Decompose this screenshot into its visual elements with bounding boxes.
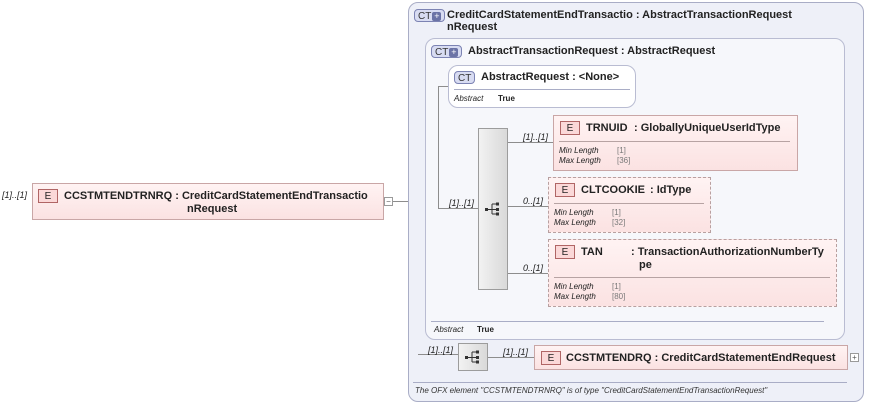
sequence-cardinality: [1]..[1] [449, 198, 475, 208]
facet-value: [1] [612, 282, 621, 291]
connector-line [438, 208, 478, 209]
element-ccstmtendrq[interactable]: E CCSTMTENDRQ : CreditCardStatementEndRe… [534, 345, 848, 370]
sequence-icon [485, 202, 499, 216]
element-type: : IdType [650, 184, 692, 196]
abstract-value: True [498, 94, 515, 103]
element-type-line2: pe [639, 259, 652, 271]
collapse-minus-icon[interactable]: − [384, 197, 393, 206]
element-tan[interactable]: E TAN : TransactionAuthorizationNumberTy… [548, 239, 837, 307]
divider [554, 277, 830, 278]
abstract-label: Abstract [434, 325, 464, 334]
abstract-label: Abstract [454, 94, 484, 103]
outer-ct-title-line1: CreditCardStatementEndTransactio : Abstr… [447, 9, 792, 21]
facet-label: Min Length [554, 282, 594, 291]
facet-value: [80] [612, 292, 626, 301]
bottom-sequence-cardinality: [1]..[1] [428, 345, 454, 355]
facet-label: Max Length [554, 292, 596, 301]
element-cardinality: 0..[1] [523, 196, 544, 206]
facet-label: Max Length [559, 156, 601, 165]
facet-value: [1] [617, 146, 626, 155]
mid-ct-title: AbstractTransactionRequest : AbstractReq… [468, 45, 716, 57]
outer-ct-title-line2: nRequest [447, 21, 498, 33]
element-badge: E [555, 245, 575, 259]
bottom-sequence-compositor[interactable] [458, 343, 488, 371]
sequence-compositor[interactable] [478, 128, 508, 290]
root-cardinality: [1]..[1] [2, 190, 28, 200]
element-type: : GloballyUniqueUserIdType [634, 122, 781, 134]
facet-value: [32] [612, 218, 626, 227]
ct-expand-icon[interactable]: CT+ [431, 45, 463, 58]
expand-plus-icon[interactable]: + [850, 353, 859, 362]
connector-line [418, 354, 458, 355]
connector-line [488, 357, 534, 358]
element-name: TRNUID [586, 122, 628, 134]
connector-line [508, 206, 548, 207]
element-name: CLTCOOKIE [581, 184, 645, 196]
element-badge: E [38, 189, 58, 203]
element-name: TAN [581, 246, 603, 258]
sequence-icon [465, 350, 479, 364]
facet-label: Min Length [559, 146, 599, 155]
element-cltcookie[interactable]: E CLTCOOKIE : IdType Min Length [1] Max … [548, 177, 711, 233]
root-element-type-line2: nRequest [187, 203, 238, 215]
divider [454, 89, 630, 90]
element-cardinality: [1]..[1] [523, 132, 549, 142]
abstract-value: True [477, 325, 494, 334]
ct-expand-icon[interactable]: CT+ [414, 9, 446, 22]
element-name: CCSTMTENDRQ : CreditCardStatementEndRequ… [566, 352, 836, 364]
connector-line [508, 142, 553, 143]
element-trnuid[interactable]: E TRNUID : GloballyUniqueUserIdType Min … [553, 115, 798, 171]
facet-label: Min Length [554, 208, 594, 217]
ct-badge[interactable]: CT [454, 71, 476, 84]
root-element-name-line1: CCSTMTENDTRNRQ : CreditCardStatementEndT… [64, 190, 368, 202]
facet-label: Max Length [554, 218, 596, 227]
element-type-line1: : TransactionAuthorizationNumberTy [631, 246, 824, 258]
facet-value: [1] [612, 208, 621, 217]
divider [559, 141, 790, 142]
element-cardinality: 0..[1] [523, 263, 544, 273]
connector-line [438, 86, 439, 208]
element-badge: E [560, 121, 580, 135]
abstract-request-type: CT AbstractRequest : <None> Abstract Tru… [448, 65, 636, 108]
divider [413, 382, 847, 383]
divider [554, 203, 704, 204]
facet-value: [36] [617, 156, 631, 165]
connector-line [508, 273, 548, 274]
divider [431, 321, 824, 322]
bottom-element-cardinality: [1]..[1] [503, 347, 529, 357]
documentation-note: The OFX element "CCSTMTENDTRNRQ" is of t… [415, 386, 768, 395]
root-element-box[interactable]: E CCSTMTENDTRNRQ : CreditCardStatementEn… [32, 183, 384, 220]
inner-ct-title: AbstractRequest : <None> [481, 71, 620, 83]
connector-line [438, 86, 448, 87]
element-badge: E [555, 183, 575, 197]
connector-line [393, 201, 418, 202]
element-badge: E [541, 351, 561, 365]
